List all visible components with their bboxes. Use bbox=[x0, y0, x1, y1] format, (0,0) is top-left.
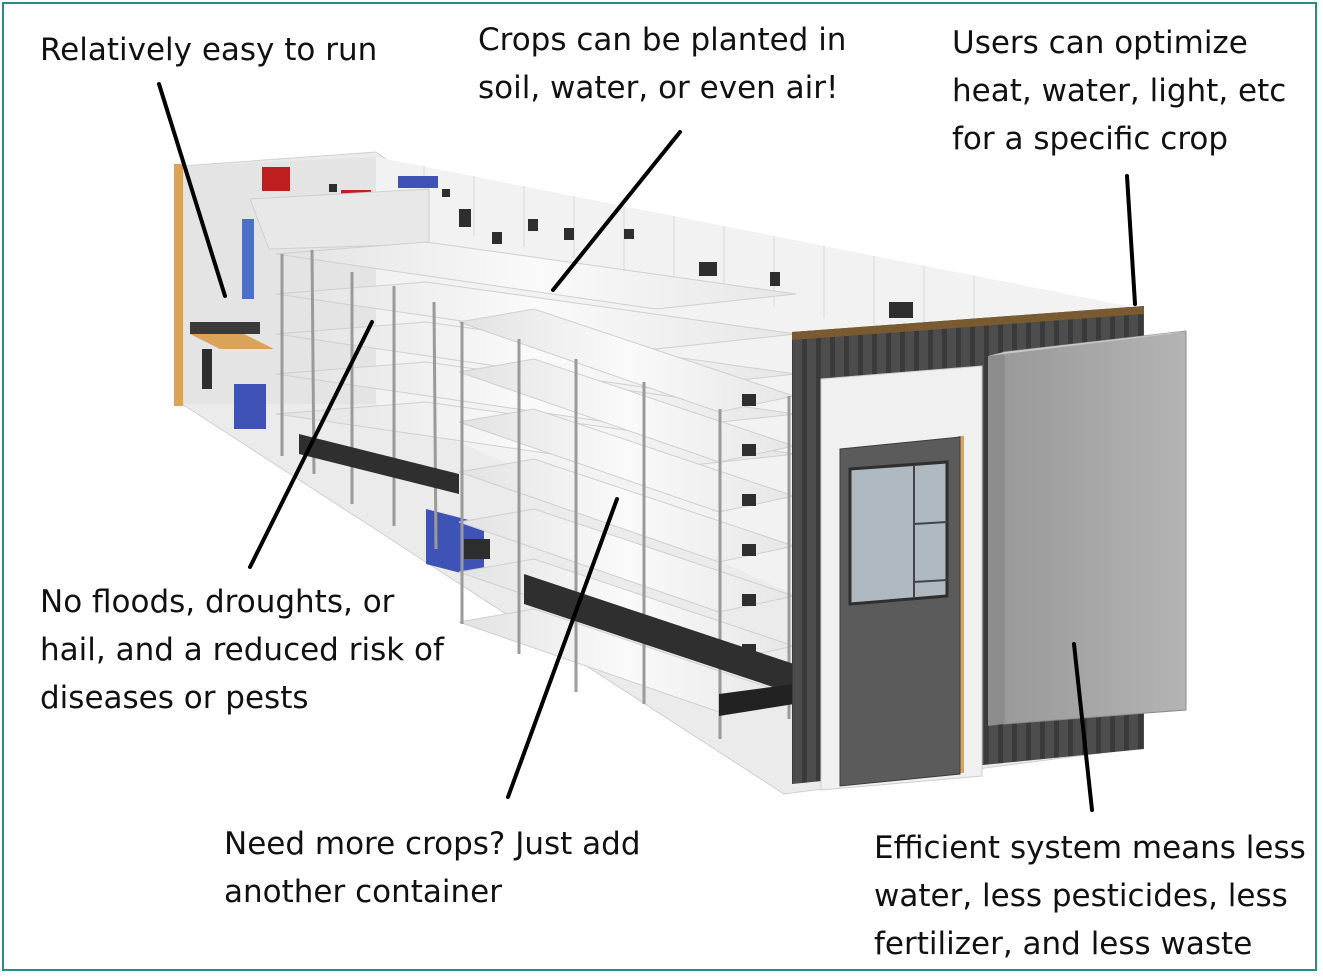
blue-panel bbox=[242, 219, 254, 299]
shelf-fixture bbox=[742, 494, 756, 506]
hvac-unit bbox=[1003, 330, 1187, 725]
blue-bin bbox=[426, 509, 484, 579]
leader-lines bbox=[157, 82, 1137, 812]
annotation-line: for a specific crop bbox=[952, 121, 1229, 157]
annotation-planting-media: Crops can be planted in soil, water, or … bbox=[478, 16, 846, 112]
leader-line-easy-to-run bbox=[157, 82, 227, 298]
shelf-fixture bbox=[742, 444, 756, 456]
annotation-line: fertilizer, and less waste bbox=[874, 926, 1253, 962]
annotation-line: heat, water, light, etc bbox=[952, 73, 1287, 109]
annotation-efficient: Efficient system means less water, less … bbox=[874, 824, 1306, 968]
annotation-optimize: Users can optimize heat, water, light, e… bbox=[952, 19, 1286, 163]
leader-line-optimize bbox=[1125, 174, 1137, 306]
blue-bin bbox=[234, 384, 266, 429]
annotation-easy-to-run: Relatively easy to run bbox=[40, 26, 377, 74]
hvac-unit-side bbox=[988, 352, 1004, 726]
leader-line-planting-media bbox=[551, 130, 682, 292]
annotation-line: hail, and a reduced risk of bbox=[40, 632, 444, 668]
wood-trim-left bbox=[174, 164, 183, 406]
annotation-line: soil, water, or even air! bbox=[478, 70, 839, 106]
annotation-line: Efficient system means less bbox=[874, 830, 1306, 866]
partition-wall bbox=[249, 188, 430, 250]
annotation-no-weather: No floods, droughts, or hail, and a redu… bbox=[40, 578, 444, 722]
shelf-fixture bbox=[742, 544, 756, 556]
grow-shelf-rack bbox=[275, 241, 797, 739]
container-farm-illustration bbox=[157, 82, 1187, 812]
annotation-line: water, less pesticides, less bbox=[874, 878, 1288, 914]
wall-fixtures bbox=[329, 184, 913, 318]
annotation-line: Relatively easy to run bbox=[40, 32, 378, 68]
annotation-line: Users can optimize bbox=[952, 25, 1248, 61]
drip-tray bbox=[299, 434, 459, 494]
door-window bbox=[848, 460, 949, 606]
rack-pole bbox=[432, 301, 438, 550]
red-box bbox=[262, 167, 290, 191]
annotation-line: diseases or pests bbox=[40, 680, 309, 716]
drip-tray bbox=[524, 574, 794, 694]
annotation-line: Crops can be planted in bbox=[478, 22, 847, 58]
leader-line-scalable bbox=[506, 497, 619, 799]
leader-line-efficient bbox=[1072, 642, 1094, 812]
annotation-line: Need more crops? Just add bbox=[224, 826, 641, 862]
drip-tray bbox=[719, 684, 794, 716]
shelf-fixture bbox=[742, 594, 756, 606]
annotation-line: another container bbox=[224, 874, 502, 910]
annotation-line: No floods, droughts, or bbox=[40, 584, 395, 620]
shelf-fixture bbox=[742, 394, 756, 406]
annotation-scalable: Need more crops? Just add another contai… bbox=[224, 820, 641, 916]
workbench bbox=[190, 334, 274, 349]
grow-shelf bbox=[275, 241, 797, 310]
leader-line-no-weather bbox=[248, 320, 374, 569]
